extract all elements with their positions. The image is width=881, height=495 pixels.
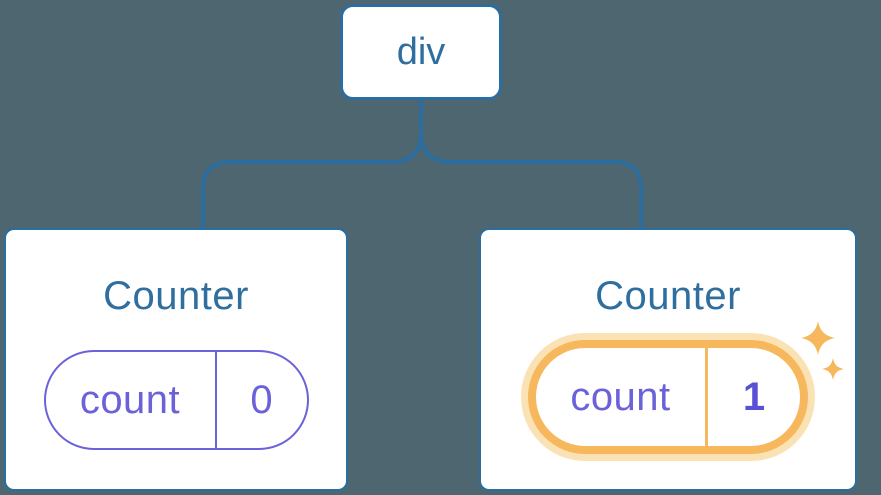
sparkle-small	[822, 358, 844, 380]
root-node: div	[340, 4, 502, 100]
sparkle-large	[801, 321, 835, 355]
connector-right-branch	[419, 98, 643, 230]
sparkles-icon	[801, 321, 844, 380]
state-key-label: count	[46, 352, 217, 448]
state-pill-highlighted: count 1	[528, 340, 808, 454]
state-value: 1	[742, 374, 766, 419]
state-pill: count 0	[43, 350, 309, 450]
component-title: Counter	[103, 274, 249, 318]
counter-card-right: Counter count 1	[479, 228, 857, 491]
component-title: Counter	[595, 274, 741, 318]
state-value: 0	[250, 377, 273, 422]
connector-left-branch	[201, 98, 423, 230]
root-node-label: div	[396, 30, 446, 73]
counter-card-left: Counter count 0	[4, 228, 348, 491]
state-key-label: count	[536, 348, 708, 446]
